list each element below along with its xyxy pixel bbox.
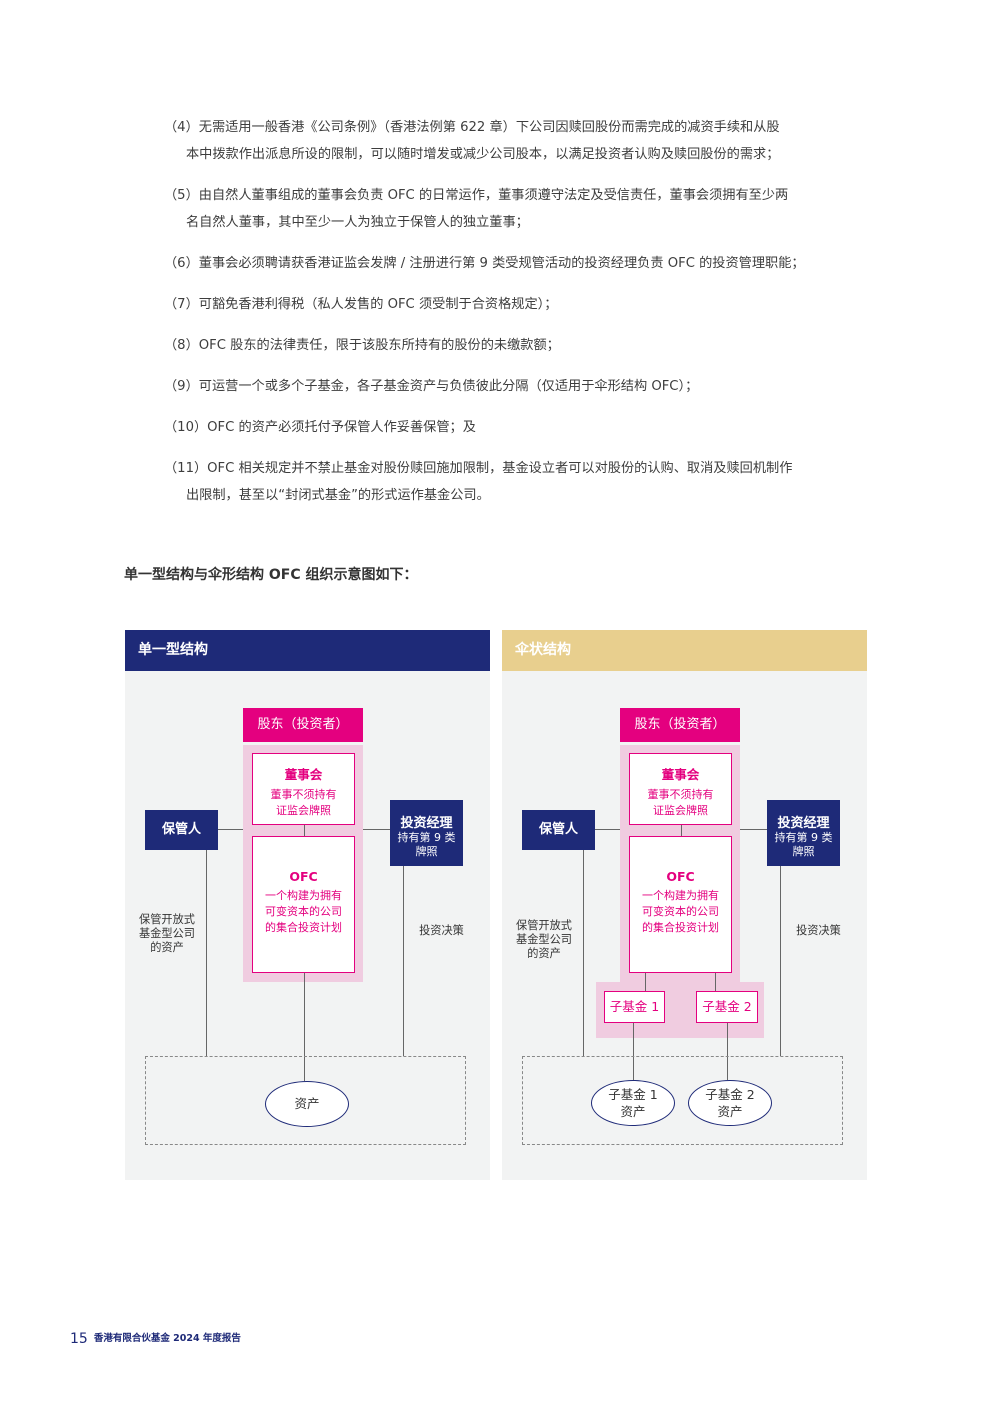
list-item: （4）无需适用一般香港《公司条例》（香港法例第 622 章）下公司因赎回股份而需… — [164, 120, 780, 162]
connector — [645, 973, 646, 991]
subfund-1-box: 子基金 1 — [604, 991, 665, 1023]
subfund-2-box: 子基金 2 — [696, 991, 758, 1023]
connector — [595, 829, 620, 830]
list-item: （8）OFC 股东的法律责任，限于该股东所持有的股份的未缴款额； — [164, 338, 560, 353]
list-item: （5）由自然人董事组成的董事会负责 OFC 的日常运作，董事须遵守法定及受信责任… — [164, 188, 789, 230]
shareholders-box: 股东（投资者） — [243, 708, 363, 742]
decision-label: 投资决策 — [419, 924, 464, 937]
investment-manager-box: 投资经理 持有第 9 类牌照 — [390, 800, 463, 866]
connector — [681, 825, 682, 836]
conditions-list: （4）无需适用一般香港《公司条例》（香港法例第 622 章）下公司因赎回股份而需… — [164, 114, 874, 523]
shareholders-box: 股东（投资者） — [620, 708, 740, 742]
ofc-asset-line — [304, 973, 305, 1081]
custodian-box: 保管人 — [522, 810, 595, 850]
page-footer: 15 香港有限合伙基金 2024 年度报告 — [70, 1330, 241, 1347]
custody-line — [583, 850, 584, 1056]
subfund-2-asset-line — [727, 1023, 728, 1080]
list-item: （6）董事会必须聘请获香港证监会发牌 / 注册进行第 9 类受规管活动的投资经理… — [164, 256, 805, 271]
connector — [363, 829, 390, 830]
assets-area — [145, 1056, 466, 1145]
single-structure-panel: 单一型结构 股东（投资者） 董事会 董事不须持有证监会牌照 OFC 一个构建为拥… — [125, 630, 490, 1180]
board-box: 董事会 董事不须持有证监会牌照 — [629, 753, 732, 825]
page-number: 15 — [70, 1331, 88, 1347]
single-structure-header: 单一型结构 — [125, 630, 490, 671]
board-box: 董事会 董事不须持有证监会牌照 — [252, 753, 355, 825]
ofc-box: OFC 一个构建为拥有可变资本的公司的集合投资计划 — [252, 836, 355, 973]
umbrella-structure-header: 伞状结构 — [502, 630, 867, 671]
list-item: （7）可豁免香港利得税（私人发售的 OFC 须受制于合资格规定）； — [164, 297, 558, 312]
connector — [304, 825, 305, 836]
custodian-box: 保管人 — [145, 810, 218, 850]
decision-label: 投资决策 — [796, 924, 841, 937]
list-item: （9）可运营一个或多个子基金，各子基金资产与负债彼此分隔（仅适用于伞形结构 OF… — [164, 379, 699, 394]
connector — [715, 973, 716, 991]
assets-area — [522, 1056, 843, 1145]
report-title: 香港有限合伙基金 2024 年度报告 — [93, 1333, 241, 1344]
umbrella-structure-panel: 伞状结构 股东（投资者） 董事会 董事不须持有证监会牌照 OFC 一个构建为拥有… — [502, 630, 867, 1180]
connector — [218, 829, 243, 830]
custody-label: 保管开放式基金型公司的资产 — [516, 919, 572, 960]
assets-ellipse: 资产 — [265, 1081, 349, 1127]
investment-manager-box: 投资经理 持有第 9 类牌照 — [767, 800, 840, 866]
ofc-box: OFC 一个构建为拥有可变资本的公司的集合投资计划 — [629, 836, 732, 973]
custody-label: 保管开放式基金型公司的资产 — [139, 913, 195, 954]
decision-line — [403, 866, 404, 1056]
decision-line — [780, 866, 781, 1056]
custody-line — [206, 850, 207, 1056]
list-item: （11）OFC 相关规定并不禁止基金对股份赎回施加限制，基金设立者可以对股份的认… — [164, 461, 793, 503]
connector — [740, 829, 767, 830]
diagram-title: 单一型结构与伞形结构 OFC 组织示意图如下： — [124, 567, 418, 583]
subfund-1-asset-line — [633, 1023, 634, 1080]
list-item: （10）OFC 的资产必须托付予保管人作妥善保管；及 — [164, 420, 476, 435]
